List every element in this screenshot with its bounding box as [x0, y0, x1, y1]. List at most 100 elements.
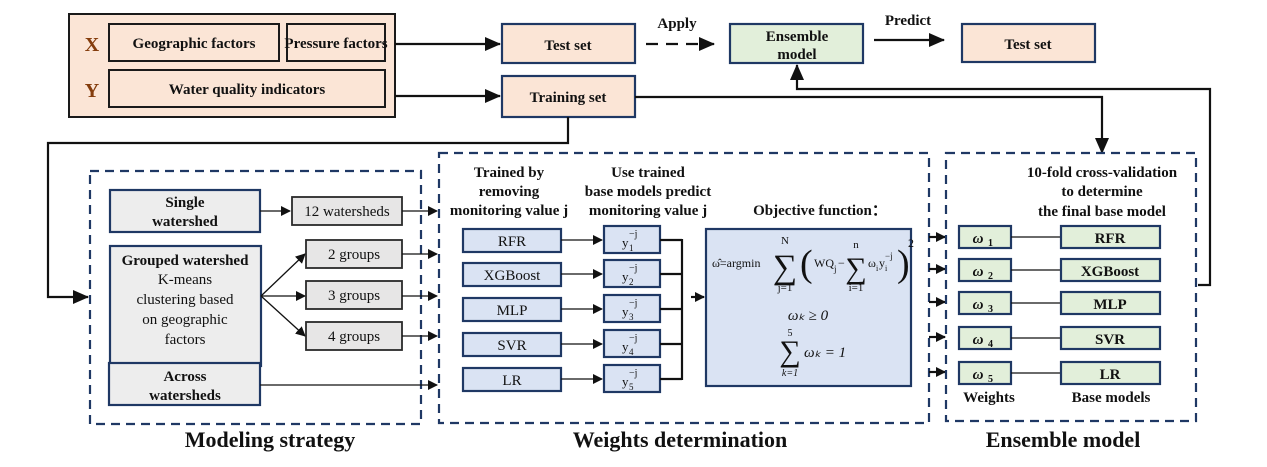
ensemble-base-model-box-1 — [1059, 224, 1162, 250]
modeling-strategy-title: Modeling strategy — [185, 427, 355, 452]
formula-omega: ω — [868, 256, 876, 270]
formula-sum-inner: ∑ — [845, 252, 866, 285]
water-quality-box — [108, 69, 386, 108]
group-label-2: 2 groups — [328, 247, 380, 263]
training-to-modeling-arrow — [46, 117, 570, 304]
prediction-sup: −j — [629, 368, 637, 379]
twelve-watersheds-label: 12 watersheds — [304, 204, 390, 220]
group-box-3 — [305, 280, 403, 310]
formula-sum-inner-top: n — [853, 239, 859, 251]
x-label: X — [85, 34, 100, 56]
weight-subscript: 1 — [988, 238, 993, 249]
formula-omega-sub: i — [876, 264, 879, 273]
weights-determination-title: Weights determination — [573, 427, 788, 452]
prediction-sub: 2 — [629, 277, 634, 287]
training-set-box — [500, 74, 637, 119]
objective-function-box — [704, 227, 913, 388]
formula-minus: − — [838, 256, 845, 270]
base-model-label: XGBoost — [484, 268, 542, 284]
ensemble-base-model-label: SVR — [1095, 332, 1125, 348]
ensemble-model-label-line2: model — [777, 47, 816, 63]
test-set-box — [500, 22, 637, 65]
formula-constraint-sum-bottom: k=1 — [782, 368, 798, 379]
ensemble-model-box — [728, 22, 865, 65]
formula-y-sub: i — [885, 264, 888, 273]
prediction-sub: 3 — [629, 312, 634, 322]
weight-subscript: 2 — [988, 271, 993, 282]
prediction-sup: −j — [629, 263, 637, 274]
formula-wq: WQ — [814, 256, 834, 270]
weight-subscript: 5 — [988, 374, 993, 385]
input-block: X Y Geographic factors Pressure factors … — [68, 13, 396, 118]
grouped-desc-line1: K-means — [158, 272, 212, 288]
objective-formula: ω̂=argmin ∑ N j=1 ( WQ j − ∑ n i=1 ω i y… — [712, 235, 914, 379]
prediction-base: y — [622, 269, 629, 284]
col1-header-line1: Trained by — [474, 165, 545, 181]
ensemble-base-model-label: LR — [1100, 367, 1121, 383]
weight-symbol: ω — [973, 264, 984, 280]
grouped-desc-line2: clustering based — [136, 292, 234, 308]
pressure-factors-box — [286, 23, 386, 62]
formula-sum-inner-bottom: i=1 — [849, 282, 864, 294]
weights-determination-panel — [437, 151, 931, 425]
ensemble-model-panel — [944, 151, 1198, 423]
prediction-sup: −j — [629, 333, 637, 344]
prediction-sup: −j — [629, 298, 637, 309]
ensemble-header-line1: 10-fold cross-validation — [1027, 165, 1178, 181]
modeling-strategy-panel — [88, 169, 423, 426]
test-set-output-box — [960, 22, 1097, 64]
ensemble-base-model-label: RFR — [1095, 231, 1126, 247]
across-watersheds-line1: Across — [163, 369, 206, 385]
prediction-base: y — [622, 339, 629, 354]
col2-header-line2: base models predict — [585, 184, 711, 200]
ensemble-base-model-label: MLP — [1093, 297, 1126, 313]
prediction-sub: 5 — [629, 382, 634, 392]
ensemble-header-line2: to determine — [1061, 184, 1143, 200]
apply-label: Apply — [657, 16, 697, 32]
col1-header-line3: monitoring value j — [450, 203, 568, 219]
ensemble-header-line3: the final base model — [1038, 204, 1166, 220]
col1-header-line2: removing — [479, 184, 540, 200]
formula-sum-outer-top: N — [781, 235, 789, 247]
arrow-to-4-groups — [260, 295, 306, 337]
prediction-box-4 — [602, 328, 662, 359]
single-watershed-line1: Single — [165, 195, 205, 211]
prediction-base: y — [622, 374, 629, 389]
single-watershed-box — [108, 188, 262, 234]
ensemble-base-model-box-3 — [1059, 290, 1162, 316]
prediction-box-1 — [602, 224, 662, 255]
formula-wq-sub: j — [833, 264, 837, 274]
pressure-factors-label: Pressure factors — [284, 36, 387, 52]
grouped-watershed-box — [108, 244, 263, 368]
prediction-sup: −j — [629, 229, 637, 240]
formula-y: y — [879, 256, 885, 270]
ensemble-model-title: Ensemble model — [986, 427, 1141, 452]
prediction-box-5 — [602, 363, 662, 394]
test-set-output-label: Test set — [1004, 37, 1051, 53]
weight-box-4 — [957, 325, 1013, 351]
weight-symbol: ω — [973, 231, 984, 247]
formula-left-paren: ( — [800, 243, 813, 285]
training-set-label: Training set — [530, 90, 607, 106]
formula-lhs: ω̂=argmin — [712, 256, 760, 270]
base-model-label: LR — [502, 373, 521, 389]
predict-label: Predict — [885, 13, 931, 29]
geographic-factors-box — [108, 23, 280, 62]
weight-box-3 — [957, 290, 1013, 316]
col2-header-line1: Use trained — [611, 165, 685, 181]
weight-symbol: ω — [973, 367, 984, 383]
ensemble-base-model-label: XGBoost — [1081, 264, 1139, 280]
prediction-base: y — [622, 235, 629, 250]
base-model-label: RFR — [498, 234, 526, 250]
feedback-arrow-to-ensemble-model — [790, 64, 1212, 287]
grouped-watershed-title: Grouped watershed — [122, 253, 249, 269]
prediction-sub: 4 — [629, 347, 634, 357]
prediction-base: y — [622, 304, 629, 319]
formula-power: 2 — [908, 236, 914, 250]
weights-label: Weights — [963, 390, 1015, 406]
formula-sum-outer-bottom: j=1 — [777, 282, 793, 294]
base-models-label: Base models — [1072, 390, 1151, 406]
